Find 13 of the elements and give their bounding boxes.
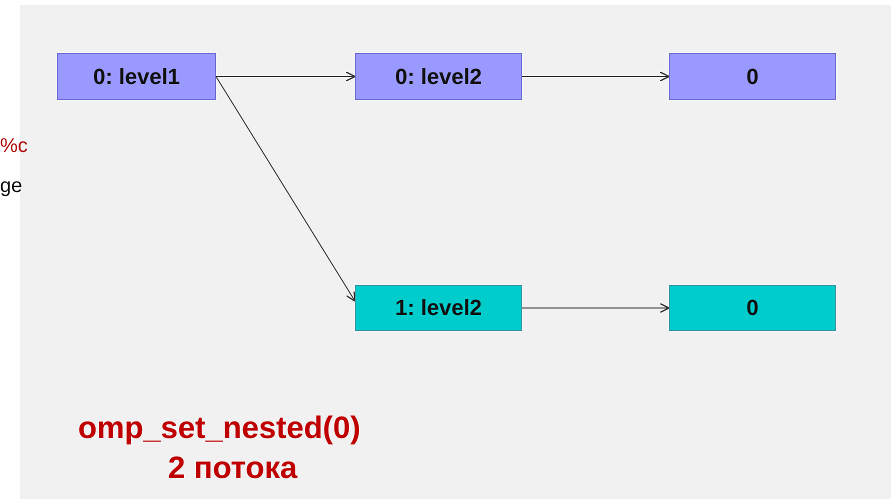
caption-text: 2 потока	[168, 450, 298, 486]
thread-box: 0	[669, 53, 836, 100]
arrow	[522, 71, 670, 82]
arrow	[216, 71, 356, 82]
thread-box: 0: level2	[355, 53, 522, 100]
thread-box: 0	[669, 285, 836, 331]
arrow	[216, 76, 356, 302]
cut-off-text: ge	[0, 175, 22, 198]
cut-off-text: %c	[0, 135, 28, 158]
caption-text: omp_set_nested(0)	[78, 410, 361, 446]
arrow	[522, 302, 670, 314]
thread-box: 1: level2	[355, 285, 522, 331]
thread-box: 0: level1	[57, 53, 216, 100]
